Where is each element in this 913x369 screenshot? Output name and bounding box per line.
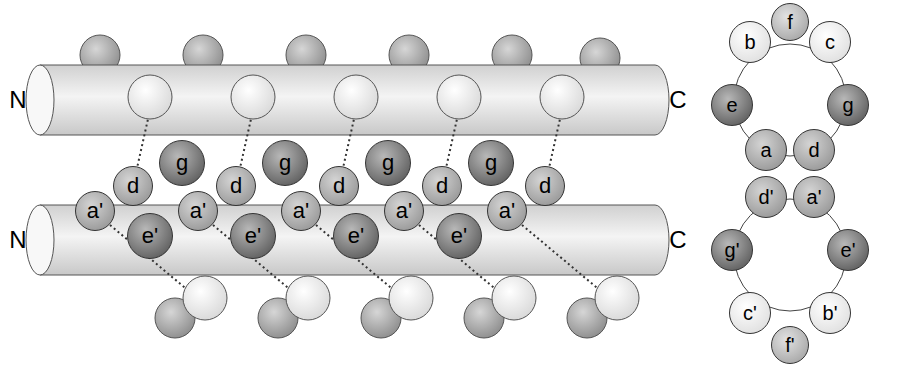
heptad-position: f'	[785, 335, 794, 355]
residue-sphere: a'	[281, 191, 321, 231]
heptad-position: a'	[190, 200, 206, 222]
residue-sphere: d	[319, 166, 359, 206]
heptad-position: e'	[451, 225, 467, 247]
heptad-position: d'	[759, 187, 774, 207]
residue-sphere: c	[809, 21, 851, 63]
heptad-position: a'	[807, 187, 822, 207]
residue-sphere: a'	[178, 191, 218, 231]
heptad-position: g	[176, 152, 188, 174]
residue-sphere: g	[159, 140, 205, 186]
residue-sphere: d	[113, 166, 153, 206]
heptad-position: g'	[725, 240, 740, 260]
heptad-position: e'	[841, 240, 856, 260]
residue-sphere: f'	[771, 326, 809, 364]
heptad-position: d	[436, 175, 448, 197]
terminus-label: N	[9, 88, 26, 112]
heptad-position: b	[744, 32, 755, 52]
residue-sphere: e'	[827, 229, 869, 271]
residue-sphere: g	[262, 140, 308, 186]
residue-sphere: a'	[793, 176, 835, 218]
residue-sphere: c'	[729, 292, 771, 334]
residue-sphere: a'	[384, 191, 424, 231]
heptad-position: c	[825, 32, 835, 52]
residue-sphere: e'	[333, 213, 379, 259]
heptad-position: a'	[396, 200, 412, 222]
heptad-position: a	[760, 140, 771, 160]
heptad-position: a'	[87, 200, 103, 222]
terminus-label: C	[669, 88, 686, 112]
residue-sphere: f	[771, 3, 809, 41]
residue-sphere: d	[216, 166, 256, 206]
residue-sphere: b'	[809, 292, 851, 334]
heptad-position: d	[230, 175, 242, 197]
heptad-position: c'	[743, 303, 757, 323]
heptad-position: d	[808, 140, 819, 160]
residue-sphere: e'	[230, 213, 276, 259]
residue-sphere: g	[827, 84, 869, 126]
residue-sphere: g	[365, 140, 411, 186]
heptad-position: a'	[499, 200, 515, 222]
heptad-position: g	[279, 152, 291, 174]
heptad-position: e'	[348, 225, 364, 247]
residue-sphere: d	[525, 166, 565, 206]
residue-sphere: g'	[711, 229, 753, 271]
heptad-position: g	[842, 95, 853, 115]
residue-sphere: d'	[745, 176, 787, 218]
heptad-position: d	[333, 175, 345, 197]
heptad-position: f	[787, 12, 793, 32]
heptad-position: e'	[142, 225, 158, 247]
heptad-position: d	[539, 175, 551, 197]
residue-sphere: a'	[487, 191, 527, 231]
residue-sphere: d	[793, 129, 835, 171]
terminus-label: N	[9, 228, 26, 252]
residue-sphere: b	[729, 21, 771, 63]
heptad-position: e	[726, 95, 737, 115]
heptad-position: b'	[823, 303, 838, 323]
heptad-position: a'	[293, 200, 309, 222]
residue-sphere: e'	[127, 213, 173, 259]
residue-sphere: e'	[436, 213, 482, 259]
residue-sphere: a	[745, 129, 787, 171]
heptad-position: e'	[245, 225, 261, 247]
heptad-position: g	[485, 152, 497, 174]
residue-sphere: g	[468, 140, 514, 186]
residue-sphere: d	[422, 166, 462, 206]
heptad-position: d	[127, 175, 139, 197]
residue-sphere: e	[711, 84, 753, 126]
terminus-label: C	[669, 228, 686, 252]
heptad-position: g	[382, 152, 394, 174]
residue-sphere: a'	[75, 191, 115, 231]
